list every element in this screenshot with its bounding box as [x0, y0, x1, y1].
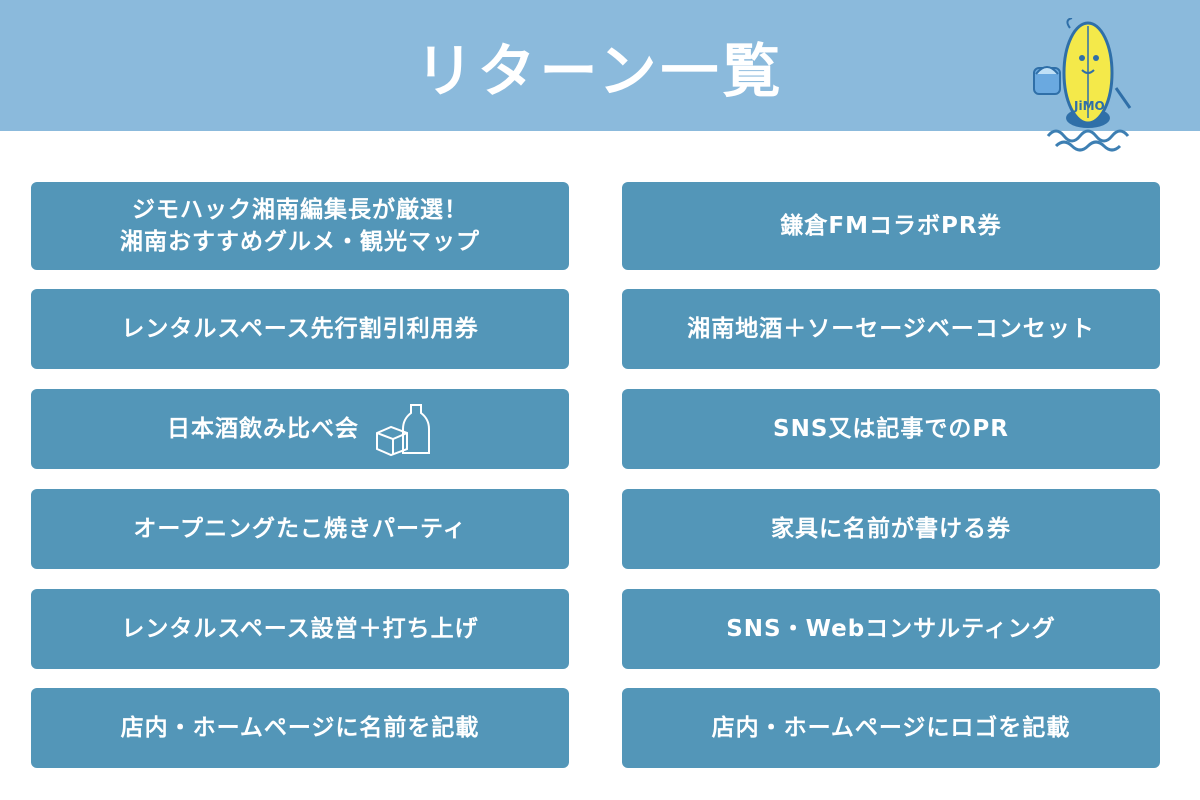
return-item-right-6: 店内・ホームページにロゴを記載	[622, 688, 1160, 768]
return-item-left-4: オープニングたこ焼きパーティ	[31, 489, 569, 569]
return-item-label: レンタルスペース先行割引利用券	[121, 315, 479, 342]
return-item-label: 店内・ホームページにロゴを記載	[711, 714, 1071, 741]
return-item-left-6: 店内・ホームページに名前を記載	[31, 688, 569, 768]
return-item-label: オープニングたこ焼きパーティ	[133, 515, 467, 542]
header-banner	[0, 0, 1200, 131]
return-item-left-2: レンタルスペース先行割引利用券	[31, 289, 569, 369]
return-item-label: 湘南地酒＋ソーセージベーコンセット	[687, 315, 1095, 342]
return-item-label: レンタルスペース設営＋打ち上げ	[121, 615, 479, 642]
page-title: リターン一覧	[415, 36, 785, 105]
return-item-label: SNS又は記事でのPR	[773, 415, 1009, 442]
surfboard-mascot-icon: JiMO	[1033, 18, 1132, 152]
return-item-label: ジモハック湘南編集長が厳選！ 湘南おすすめグルメ・観光マップ	[120, 196, 480, 255]
return-item-label: SNS・Webコンサルティング	[726, 615, 1056, 642]
return-item-right-1: 鎌倉FMコラボPR券	[622, 182, 1160, 270]
return-item-right-3: SNS又は記事でのPR	[622, 389, 1160, 469]
return-item-right-2: 湘南地酒＋ソーセージベーコンセット	[622, 289, 1160, 369]
return-item-left-5: レンタルスペース設営＋打ち上げ	[31, 589, 569, 669]
return-item-left-1: ジモハック湘南編集長が厳選！ 湘南おすすめグルメ・観光マップ	[31, 182, 569, 270]
return-item-label: 日本酒飲み比べ会	[167, 415, 359, 442]
return-item-right-5: SNS・Webコンサルティング	[622, 589, 1160, 669]
sake-bottle-icon	[376, 404, 430, 457]
return-item-left-3: 日本酒飲み比べ会	[31, 389, 569, 469]
svg-text:JiMO: JiMO	[1073, 99, 1105, 113]
return-item-label: 鎌倉FMコラボPR券	[780, 212, 1002, 239]
return-item-label: 店内・ホームページに名前を記載	[120, 714, 480, 741]
return-item-right-4: 家具に名前が書ける券	[622, 489, 1160, 569]
return-item-label: 家具に名前が書ける券	[771, 515, 1011, 542]
